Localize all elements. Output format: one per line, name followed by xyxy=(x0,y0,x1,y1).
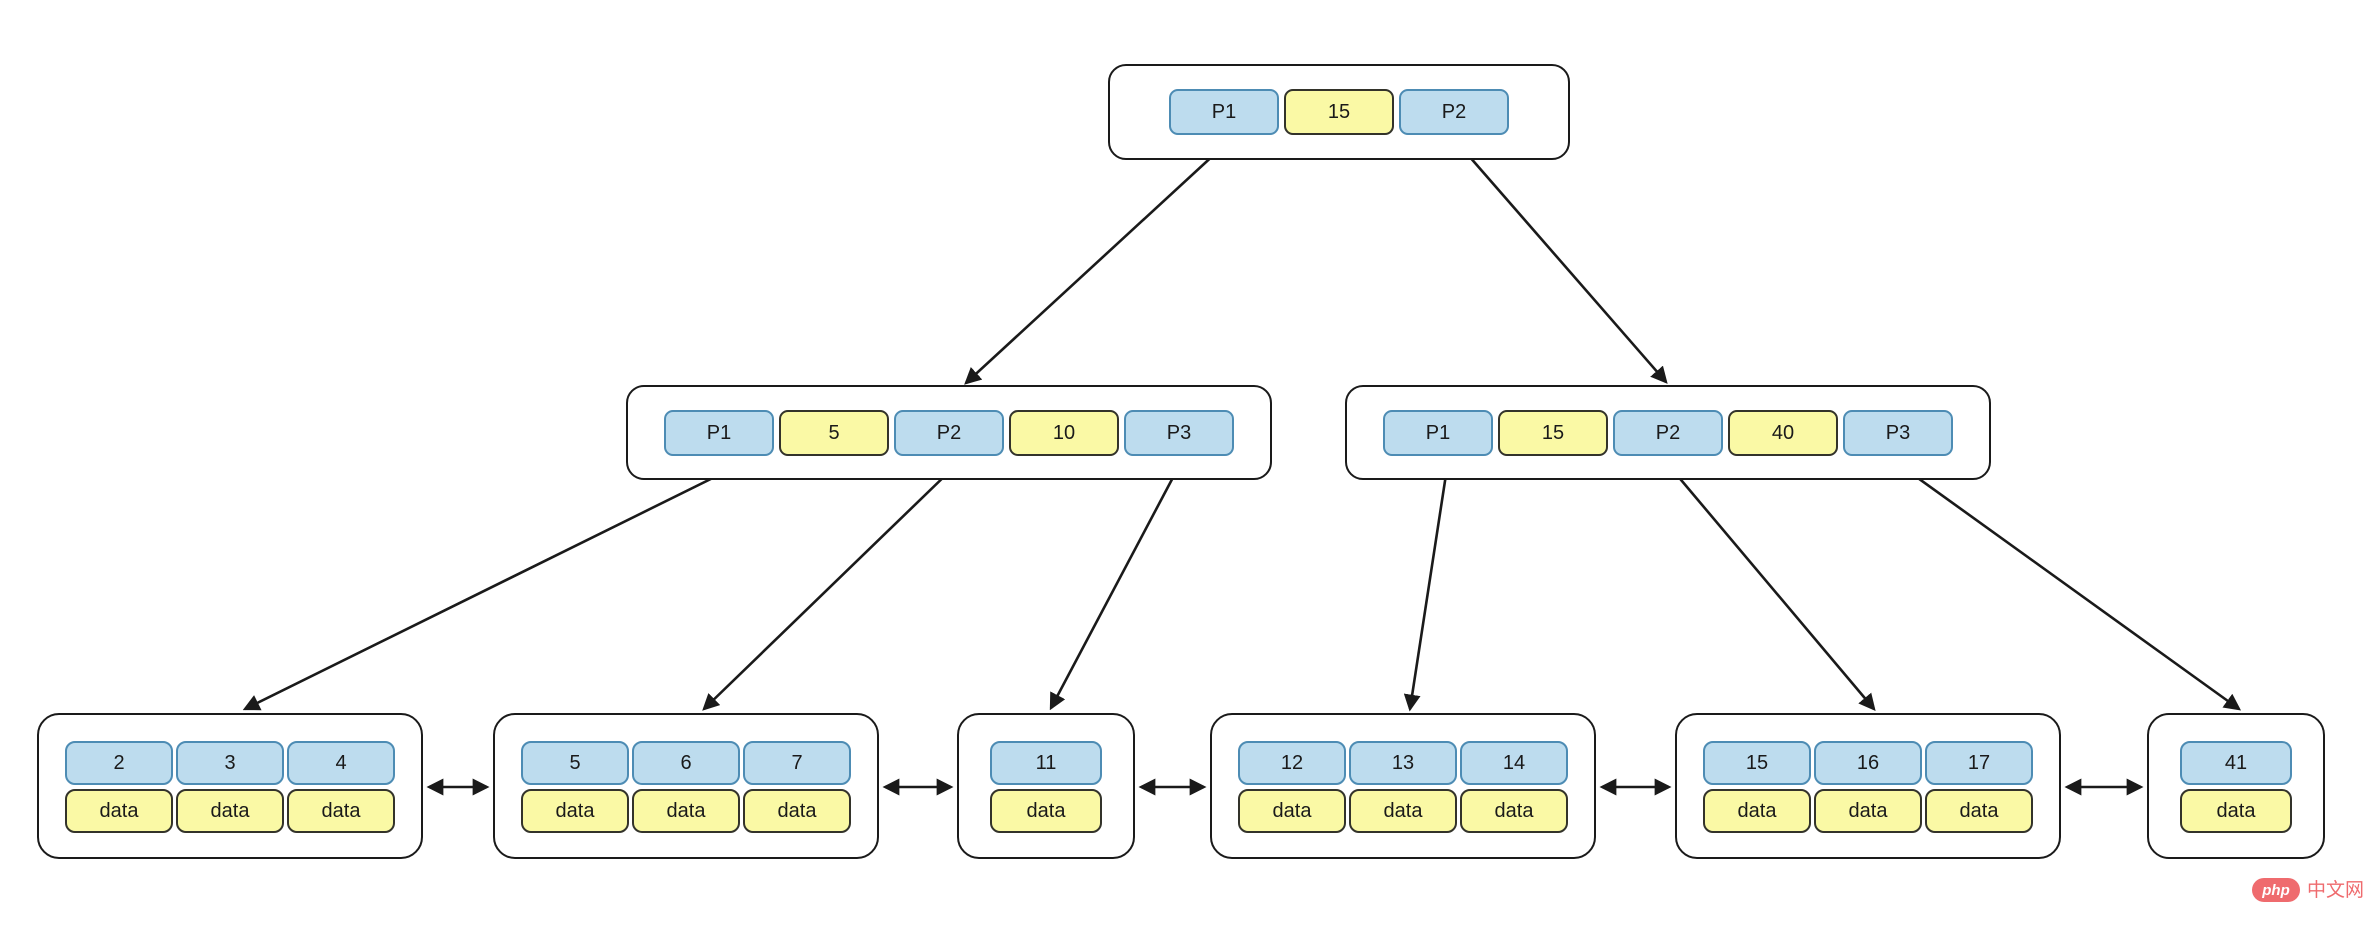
leaf-key: 6 xyxy=(632,741,740,785)
internal-left-key-5: 5 xyxy=(779,409,889,456)
leaf-data-row: data xyxy=(2180,789,2292,833)
root-pointer-p1: P1 xyxy=(1169,89,1279,135)
edge-root-p2-to-internal-right xyxy=(1454,139,1668,384)
internal-right-pointer-p1: P1 xyxy=(1383,409,1493,456)
leaf-node-11: 11 data xyxy=(957,713,1135,859)
leaf-data: data xyxy=(1703,789,1811,833)
edge-left-p3-to-leaf-11 xyxy=(1049,467,1180,711)
leaf-node-567: 5 6 7 data data data xyxy=(493,713,879,859)
leaf-data: data xyxy=(1238,789,1346,833)
internal-node-right: P1 15 P2 40 P3 xyxy=(1345,385,1991,480)
leaf-data-row: data xyxy=(990,789,1102,833)
edge-left-p2-to-leaf-567 xyxy=(702,467,954,711)
leaf-node-151617: 15 16 17 data data data xyxy=(1675,713,2061,859)
leaf-key: 41 xyxy=(2180,741,2292,785)
internal-left-pointer-p2: P2 xyxy=(894,409,1004,456)
internal-right-key-40: 40 xyxy=(1728,409,1838,456)
leaf-node-41: 41 data xyxy=(2147,713,2325,859)
leaf-key: 14 xyxy=(1460,741,1568,785)
root-node: P1 15 P2 xyxy=(1108,64,1570,160)
leaf-data: data xyxy=(176,789,284,833)
leaf-key: 15 xyxy=(1703,741,1811,785)
leaf-data: data xyxy=(990,789,1102,833)
root-key-15: 15 xyxy=(1284,89,1394,135)
leaf-keys-row: 41 xyxy=(2180,741,2292,785)
leaf-data: data xyxy=(2180,789,2292,833)
internal-right-pointer-p3: P3 xyxy=(1843,409,1953,456)
leaf-key: 16 xyxy=(1814,741,1922,785)
leaf-keys-row: 15 16 17 xyxy=(1703,741,2033,785)
leaf-key: 17 xyxy=(1925,741,2033,785)
internal-left-pointer-p1: P1 xyxy=(664,409,774,456)
edge-right-p1-to-leaf-121314 xyxy=(1403,467,1449,712)
leaf-keys-row: 11 xyxy=(990,741,1102,785)
root-pointer-p2: P2 xyxy=(1399,89,1509,135)
internal-left-key-10: 10 xyxy=(1009,409,1119,456)
watermark: php 中文网 xyxy=(2252,878,2364,902)
leaf-data: data xyxy=(1460,789,1568,833)
watermark-site-text: 中文网 xyxy=(2307,879,2364,901)
leaf-data-row: data data data xyxy=(1238,789,1568,833)
internal-right-pointer-p2: P2 xyxy=(1613,409,1723,456)
leaf-data: data xyxy=(632,789,740,833)
leaf-keys-row: 2 3 4 xyxy=(65,741,395,785)
leaf-data-row: data data data xyxy=(521,789,851,833)
leaf-data: data xyxy=(1349,789,1457,833)
leaf-node-121314: 12 13 14 data data data xyxy=(1210,713,1596,859)
edge-left-p1-to-leaf-234 xyxy=(242,466,734,711)
leaf-keys-row: 12 13 14 xyxy=(1238,741,1568,785)
leaf-key: 12 xyxy=(1238,741,1346,785)
edge-root-p1-to-internal-left xyxy=(964,139,1231,385)
leaf-data: data xyxy=(521,789,629,833)
internal-node-left: P1 5 P2 10 P3 xyxy=(626,385,1272,480)
php-logo-icon: php xyxy=(2252,878,2300,902)
leaf-key: 3 xyxy=(176,741,284,785)
leaf-key: 11 xyxy=(990,741,1102,785)
edge-right-p3-to-leaf-41 xyxy=(1903,466,2242,711)
edge-right-p2-to-leaf-151617 xyxy=(1670,467,1876,711)
leaf-data: data xyxy=(1925,789,2033,833)
leaf-data: data xyxy=(743,789,851,833)
leaf-key: 7 xyxy=(743,741,851,785)
leaf-data: data xyxy=(1814,789,1922,833)
internal-left-pointer-p3: P3 xyxy=(1124,409,1234,456)
leaf-keys-row: 5 6 7 xyxy=(521,741,851,785)
leaf-key: 2 xyxy=(65,741,173,785)
internal-right-key-15: 15 xyxy=(1498,409,1608,456)
leaf-key: 13 xyxy=(1349,741,1457,785)
leaf-key: 5 xyxy=(521,741,629,785)
leaf-key: 4 xyxy=(287,741,395,785)
leaf-node-234: 2 3 4 data data data xyxy=(37,713,423,859)
leaf-data-row: data data data xyxy=(65,789,395,833)
leaf-data: data xyxy=(65,789,173,833)
leaf-data-row: data data data xyxy=(1703,789,2033,833)
leaf-data: data xyxy=(287,789,395,833)
